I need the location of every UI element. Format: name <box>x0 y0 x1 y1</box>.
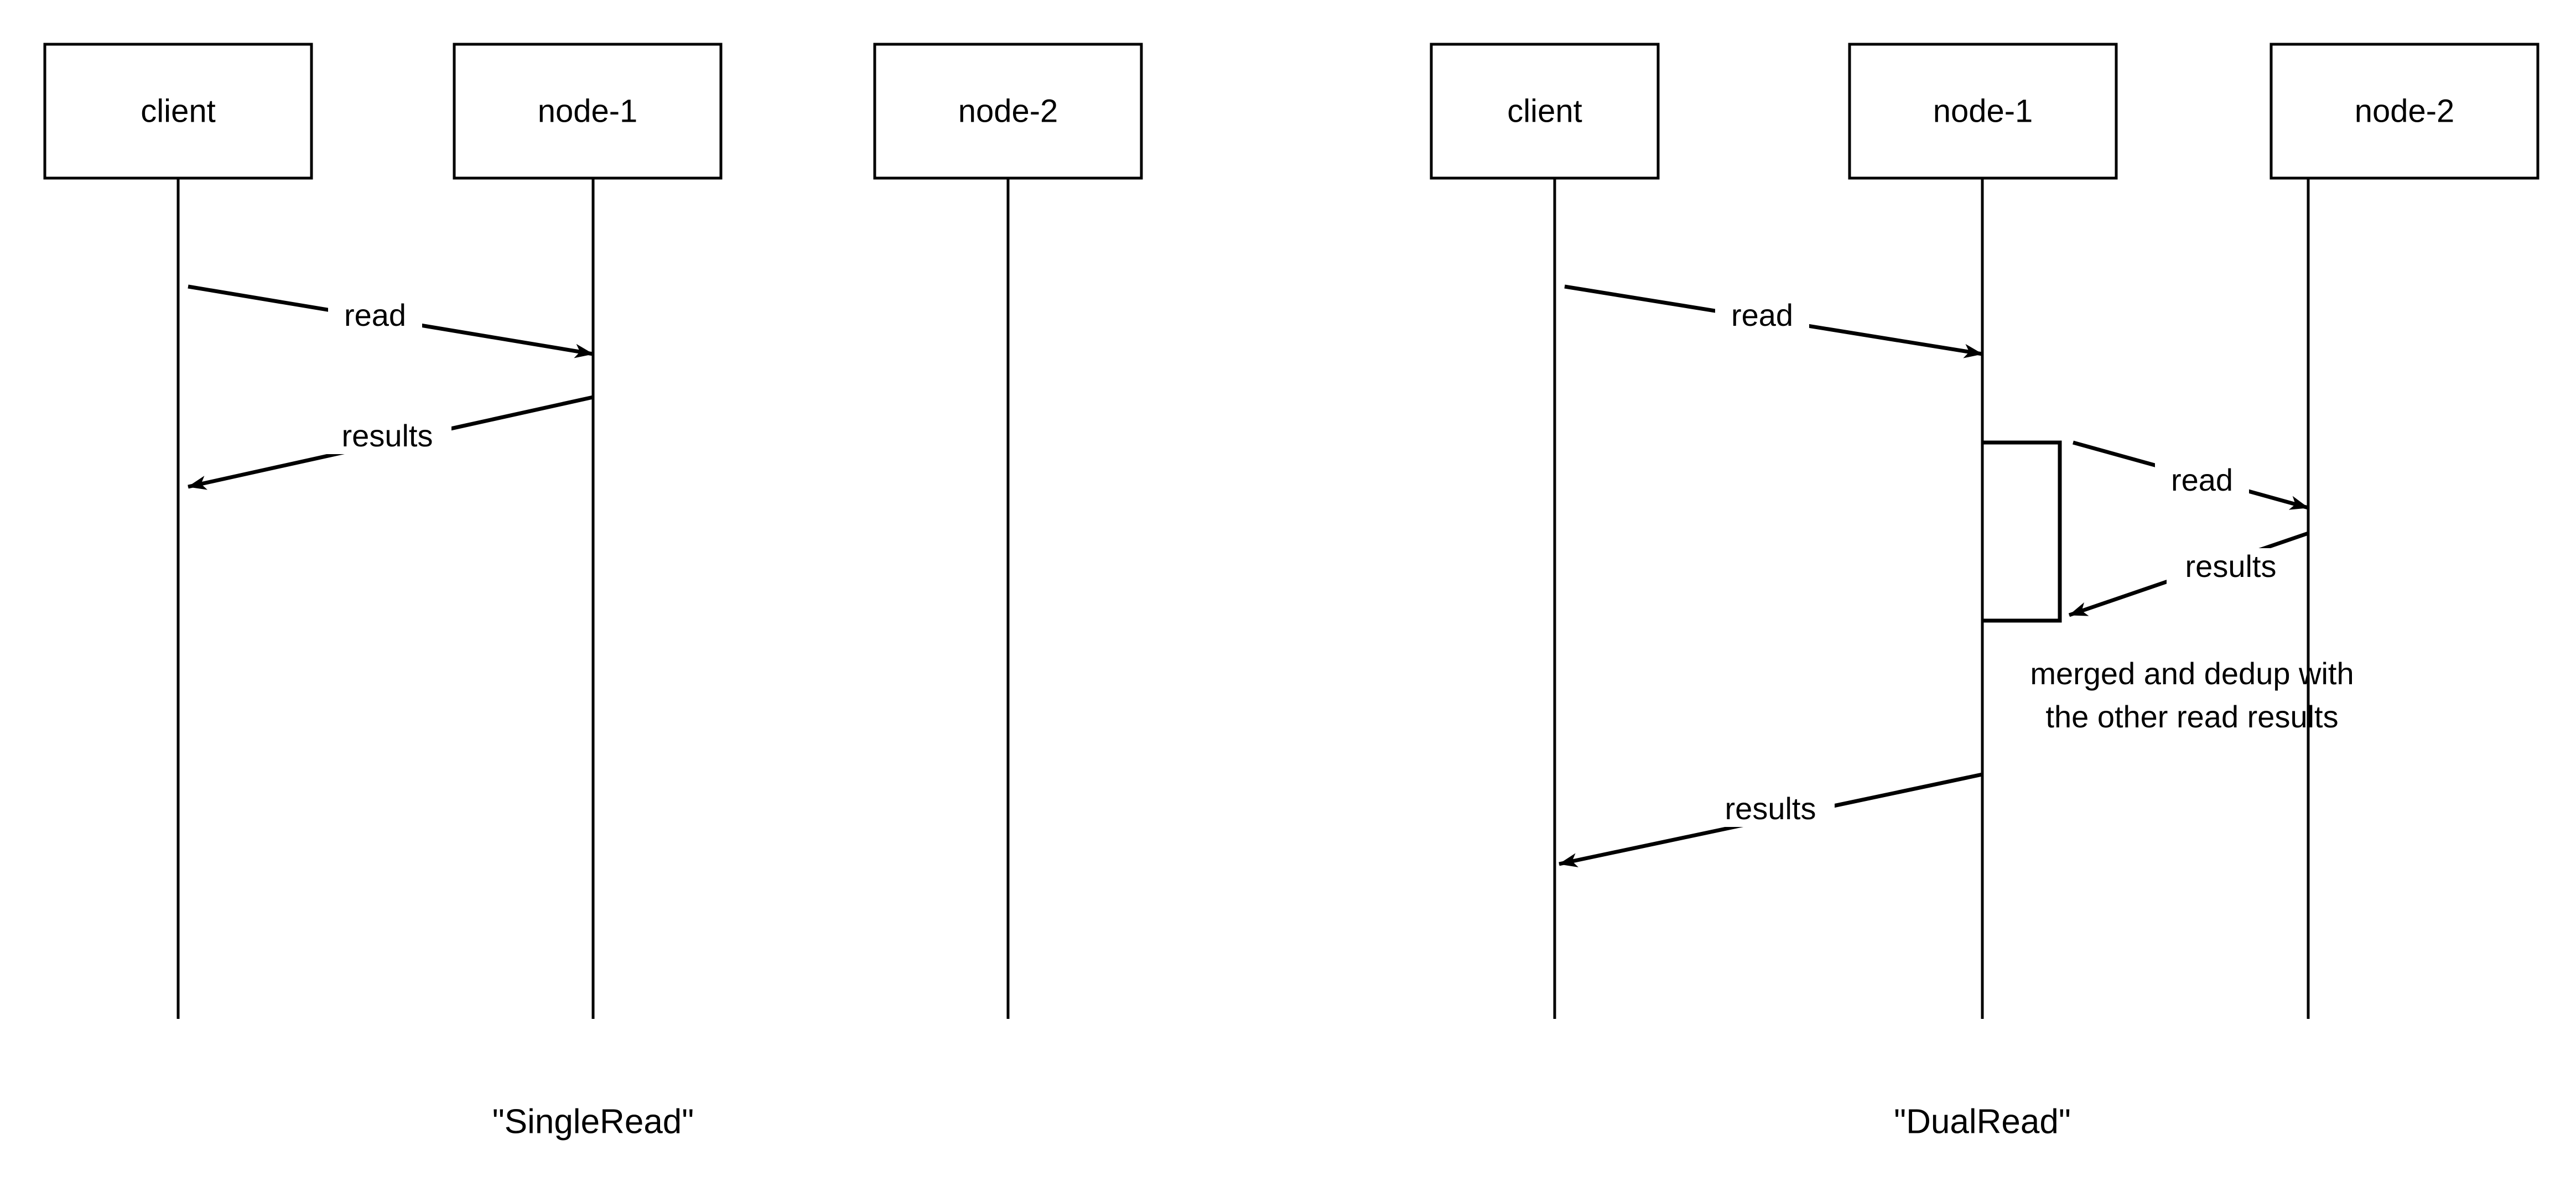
message-label-bg-client-read-node1 <box>328 297 422 334</box>
participant-client[interactable]: client <box>1430 43 1660 180</box>
participant-box-node-2[interactable] <box>2269 43 2539 180</box>
note-merge-note: merged and dedup with the other read resu… <box>2030 656 2354 734</box>
participant-label-node-2: node-2 <box>958 93 1058 129</box>
message-client-read-node1[interactable]: read <box>1564 284 1983 358</box>
message-label-bg-node1-read-node2 <box>2155 462 2249 498</box>
message-node1-read-node2[interactable]: read <box>2073 440 2309 510</box>
participant-label-client: client <box>141 93 215 129</box>
message-label-bg-client-read-node1 <box>1715 297 1809 334</box>
note-line-1-merge-note: merged and dedup with <box>2030 656 2354 691</box>
participant-node-1[interactable]: node-1 <box>1848 43 2118 180</box>
participant-box-node-1[interactable] <box>453 43 723 180</box>
activation-bar-node1-activation <box>1982 440 2062 623</box>
message-label-client-read-node1: read <box>344 298 406 332</box>
message-label-client-read-node1: read <box>1731 298 1793 332</box>
participant-label-client: client <box>1507 93 1582 129</box>
diagram-single-read: client node-1 node-2 read results "SingleRead… <box>43 43 1143 1141</box>
message-label-node1-results-client: results <box>1725 791 1816 826</box>
message-client-read-node1[interactable]: read <box>188 284 594 358</box>
participant-box-client[interactable] <box>1430 43 1660 180</box>
diagram-content: client node-1 node-2 read results "SingleRead… <box>43 43 2539 1141</box>
participant-client[interactable]: client <box>43 43 313 180</box>
message-label-bg-node2-results-node1 <box>2167 548 2295 585</box>
participant-box-node-2[interactable] <box>873 43 1143 180</box>
diagram-title-single-read: "SingleRead" <box>492 1102 694 1141</box>
message-node1-results-client[interactable]: results <box>188 395 594 490</box>
message-label-node1-read-node2: read <box>2171 462 2233 497</box>
participant-box-client[interactable] <box>43 43 313 180</box>
participant-label-node-1: node-1 <box>538 93 638 129</box>
message-node2-results-node1[interactable]: results <box>2068 531 2309 617</box>
message-label-bg-node1-results-client <box>323 418 451 454</box>
participant-node-2[interactable]: node-2 <box>2269 43 2539 180</box>
participant-label-node-2: node-2 <box>2355 93 2455 129</box>
participant-node-1[interactable]: node-1 <box>453 43 723 180</box>
participant-node-2[interactable]: node-2 <box>873 43 1143 180</box>
note-line-2-merge-note: the other read results <box>2045 699 2338 734</box>
diagram-dual-read: client node-1 node-2 read read results results… <box>1430 43 2539 1141</box>
message-label-node1-results-client: results <box>342 418 433 453</box>
message-label-bg-node1-results-client <box>1706 790 1835 827</box>
diagram-title-dual-read: "DualRead" <box>1894 1102 2071 1141</box>
message-node1-results-client[interactable]: results <box>1559 772 1983 867</box>
message-label-node2-results-node1: results <box>2185 549 2277 584</box>
participant-label-node-1: node-1 <box>1933 93 2033 129</box>
